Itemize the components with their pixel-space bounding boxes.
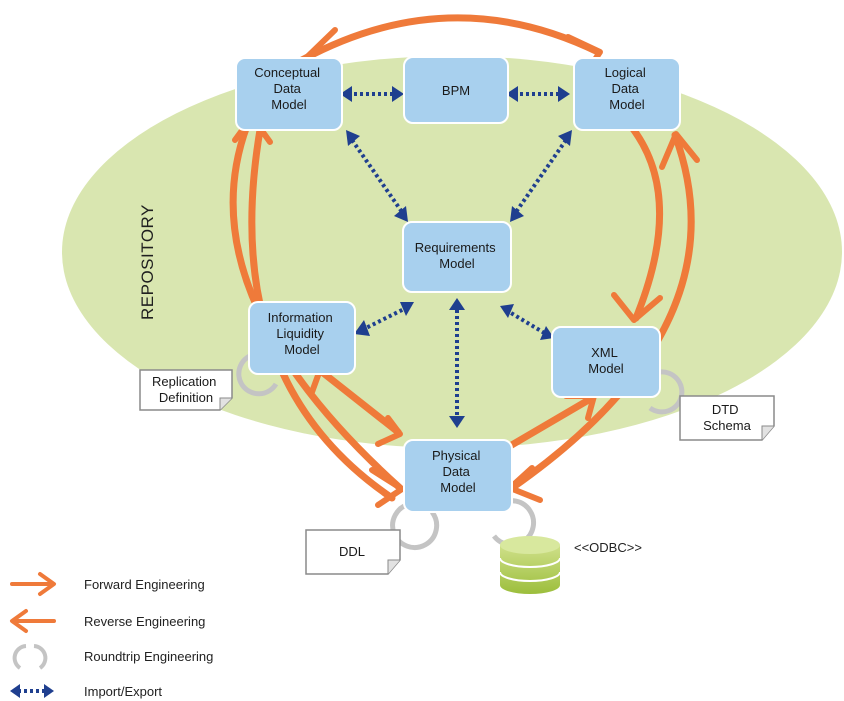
replication-definition-document: Replication Definition [139, 369, 233, 411]
legend: Forward Engineering Reverse Engineering … [10, 572, 213, 699]
arrowhead [346, 130, 360, 146]
model-boxes: Conceptual Data Model BPM Logical Data M… [235, 56, 681, 513]
import-export-arrows [348, 92, 568, 420]
svg-text:Conceptual Data: Conceptual Data Model [254, 65, 323, 112]
legend-item-forward: Forward Engineering [10, 572, 205, 596]
box-line: Liquidity [276, 326, 324, 341]
odbc-label: <<ODBC>> [574, 540, 642, 555]
box-line: Model [588, 361, 624, 376]
import-export-icon [10, 684, 54, 698]
arrowhead [394, 206, 408, 222]
arrowhead [449, 416, 465, 428]
arrowhead [611, 292, 663, 323]
logical-data-model-box: Logical Data Model [573, 57, 681, 131]
doc-line: DDL [339, 544, 365, 559]
forward-arrow-icon [10, 572, 56, 596]
doc-line: DTD [712, 402, 739, 417]
arrowhead [540, 326, 554, 340]
legend-label: Forward Engineering [84, 577, 205, 592]
box-line: Model [284, 342, 320, 357]
legend-label: Roundtrip Engineering [84, 649, 213, 664]
arrowhead [558, 130, 572, 146]
documents: Replication Definition DTD Schema DDL [139, 369, 775, 575]
legend-item-reverse: Reverse Engineering [10, 609, 205, 633]
legend-item-roundtrip: Roundtrip Engineering [12, 644, 213, 670]
box-line: Logical [605, 65, 646, 80]
reverse-arrow-icon [10, 609, 56, 633]
right-forward-arc [626, 121, 664, 322]
logical-req-link [514, 138, 568, 214]
legend-label: Reverse Engineering [84, 614, 205, 629]
bpm-box: BPM [403, 56, 509, 124]
svg-text:Logical Data M: Logical Data Model [605, 65, 650, 112]
arrowhead [392, 86, 404, 102]
box-line: Data [273, 81, 301, 96]
roundtrip-icon [12, 644, 48, 670]
arrowhead [340, 86, 352, 102]
legend-item-import-export: Import/Export [10, 684, 162, 699]
arrowhead [400, 302, 414, 316]
physical-data-model-box: Physical Data Model [403, 439, 513, 513]
roundtrip-ddl [390, 501, 440, 550]
doc-line: Schema [703, 418, 751, 433]
svg-text:XML Model: XML Model [588, 345, 624, 376]
svg-text:DTD Schema: DTD Schema [703, 402, 751, 433]
box-line: Data [442, 464, 470, 479]
requirements-model-box: Requirements Model [402, 221, 512, 293]
svg-text:Physical Data: Physical Data Model [432, 448, 484, 495]
ddl-document: DDL [305, 529, 401, 575]
box-line: Conceptual [254, 65, 320, 80]
xml-req-link [504, 308, 548, 336]
svg-text:Information Liquidity: Information Liquidity Model [268, 310, 337, 357]
box-line: Model [440, 480, 476, 495]
physical-to-xml-arrow [506, 394, 596, 450]
xml-model-box: XML Model [551, 326, 661, 398]
box-line: Information [268, 310, 333, 325]
box-line: Model [609, 97, 645, 112]
arrowhead [500, 304, 514, 318]
box-line: Data [611, 81, 639, 96]
arrowhead [375, 415, 403, 447]
box-line: Requirements [415, 240, 496, 255]
conceptual-req-link [350, 138, 404, 214]
info-to-physical-arrow [318, 368, 402, 436]
box-line: Model [271, 97, 307, 112]
repository-label: REPOSITORY [138, 204, 157, 320]
arrowhead [354, 320, 370, 336]
information-liquidity-model-box: Information Liquidity Model [248, 301, 356, 375]
box-line: Model [439, 256, 475, 271]
right-reverse-arc [508, 131, 695, 492]
arrowhead [449, 298, 465, 310]
legend-label: Import/Export [84, 684, 162, 699]
arrowhead [510, 206, 524, 222]
doc-line: Replication [152, 374, 216, 389]
info-req-link [361, 306, 407, 332]
import-export-arrowheads [340, 86, 572, 428]
box-line: XML [591, 345, 618, 360]
left-reverse-arc [229, 114, 404, 492]
box-line: Physical [432, 448, 481, 463]
conceptual-data-model-box: Conceptual Data Model [235, 57, 343, 131]
svg-text:Requirements Model: Requirements Model [415, 240, 500, 271]
arrowhead [369, 467, 405, 508]
arrowhead [558, 86, 570, 102]
top-reverse-arc [298, 14, 602, 64]
database-icon [499, 536, 561, 594]
arrowhead [506, 86, 518, 102]
svg-text:Replication Definition: Replication Definition [152, 374, 220, 405]
arrowhead [659, 131, 700, 170]
doc-line: Definition [159, 390, 213, 405]
box-line: BPM [442, 83, 470, 98]
dtd-schema-document: DTD Schema [679, 395, 775, 441]
roundtrip-info [236, 351, 279, 397]
